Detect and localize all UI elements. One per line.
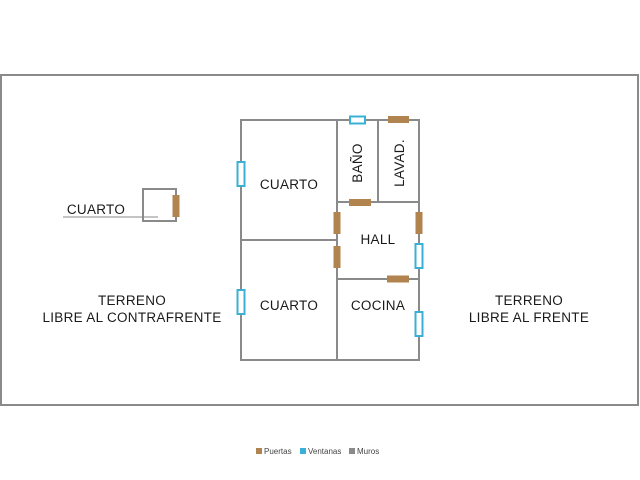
- room-label-lower-left: CUARTO: [260, 298, 318, 313]
- door-hall-right: [415, 212, 423, 234]
- land-back-label-line1: TERRENO: [98, 293, 166, 308]
- window-upper-left-room: [236, 161, 246, 187]
- door-hall-upper-left: [333, 212, 341, 234]
- legend-door-swatch: [256, 448, 262, 454]
- window-lower-left-room: [236, 289, 246, 315]
- door-kitchen: [387, 275, 409, 283]
- legend: Puertas Ventanas Muros: [256, 447, 379, 456]
- window-bath: [349, 115, 366, 125]
- room-label-bath: BAÑO: [350, 143, 365, 182]
- doors: [172, 116, 423, 283]
- lot-boundary: [0, 74, 639, 406]
- shed-label: CUARTO: [67, 202, 125, 217]
- legend-window-swatch: [300, 448, 306, 454]
- house-walls: [240, 119, 420, 361]
- legend-door-label: Puertas: [264, 447, 292, 456]
- door-hall-lower-left: [333, 246, 341, 268]
- door-laundry-top: [388, 116, 409, 123]
- door-bath: [349, 199, 371, 206]
- window-hall: [414, 243, 424, 269]
- shed-walls: [142, 188, 177, 222]
- land-front-label-line1: TERRENO: [495, 293, 563, 308]
- legend-window-label: Ventanas: [308, 447, 341, 456]
- room-label-kitchen: COCINA: [351, 298, 405, 313]
- legend-wall-label: Muros: [357, 447, 379, 456]
- land-front-label-line2: LIBRE AL FRENTE: [469, 310, 589, 325]
- land-back-label-line2: LIBRE AL CONTRAFRENTE: [42, 310, 221, 325]
- room-label-upper-left: CUARTO: [260, 177, 318, 192]
- windows: [236, 115, 424, 337]
- window-kitchen: [414, 311, 424, 337]
- room-label-laundry: LAVAD.: [392, 139, 407, 187]
- room-label-hall: HALL: [361, 232, 396, 247]
- legend-wall-swatch: [349, 448, 355, 454]
- door-shed: [172, 195, 180, 217]
